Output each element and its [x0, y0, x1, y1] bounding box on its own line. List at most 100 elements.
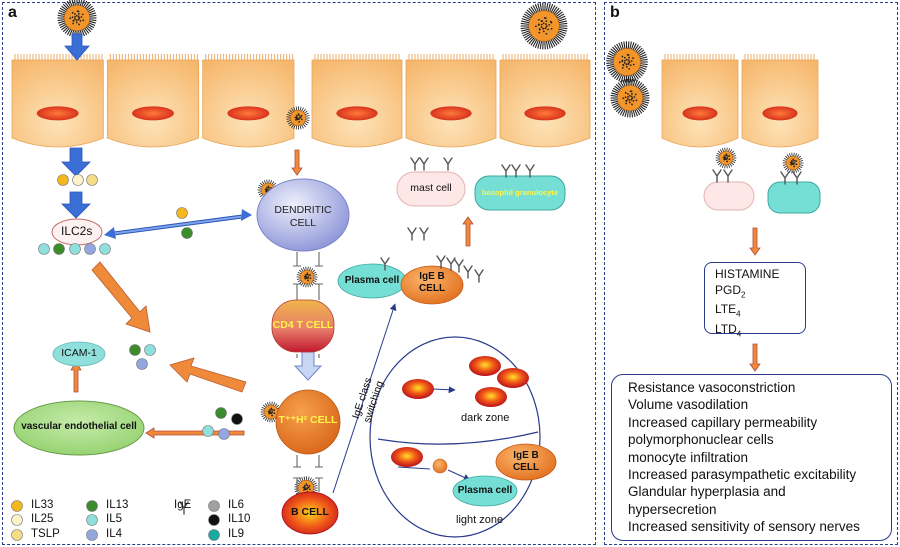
mast-cell-b: [703, 181, 755, 211]
epithelial-cell: [11, 54, 104, 148]
double-arrow: [104, 209, 252, 239]
thin-arrow: [70, 149, 761, 439]
legend-il33: IL33: [31, 499, 54, 511]
dendritic-cell: [256, 178, 350, 252]
vascular-label: vascular endothelial cell: [21, 421, 137, 432]
effect-item: Increased sensitivity of sensory nerves: [628, 519, 860, 535]
dendritic-line-2: CELL: [289, 217, 317, 229]
effect-item: monocyte infiltration: [628, 449, 749, 465]
legend-il4: IL4: [106, 528, 122, 540]
mediator-lte4: LTE4: [715, 302, 741, 319]
light-zone-label: light zone: [456, 514, 504, 526]
ige-b-line-1: IgE B: [419, 271, 445, 282]
effect-item: Increased capillary permeability: [628, 414, 818, 430]
pollen-icon: [715, 147, 737, 169]
light-zone-cell: [391, 447, 423, 467]
pollen-icon: [260, 401, 282, 423]
ige-antibody-icon: [712, 169, 722, 183]
dendritic-line-1: DENDRITIC: [274, 204, 332, 216]
vascular-endothelial-cell: [13, 400, 145, 456]
legend-il25: IL25: [31, 513, 54, 525]
light-plasma-cell: [452, 475, 518, 507]
epithelial-cell: [311, 54, 403, 148]
panel-b-letter: b: [610, 4, 620, 21]
blue-arrow: [61, 33, 91, 219]
cd4-label: CD4 T CELL: [272, 319, 334, 331]
epithelium-a: [11, 54, 591, 148]
legend-tslp: TSLP: [31, 528, 60, 540]
mediators-box: HISTAMINE PGD2 LTE4 LTD4: [704, 262, 806, 339]
legend-il5: IL5: [106, 513, 122, 525]
th2-label: T⁺⁺H² CELL: [278, 414, 338, 426]
hollow-arrow: [293, 351, 323, 381]
th2-cell: [275, 389, 341, 455]
ige-antibody-icon: [419, 157, 429, 171]
mediator-histamine: HISTAMINE: [715, 267, 780, 281]
effect-item: Volume vasodilation: [628, 397, 749, 413]
pollen-icon: [57, 0, 804, 500]
dendritic-label: DENDRITIC CELL: [262, 204, 344, 230]
pollen-icon: [520, 2, 568, 50]
epithelial-cell: [741, 54, 819, 148]
mediator-ltd4: LTD4: [715, 322, 742, 339]
ilc2s-label: ILC2s: [61, 224, 93, 238]
ige-antibody-icon: [443, 157, 453, 171]
pollen-icon: [57, 0, 97, 38]
ige-antibody-icon: [179, 501, 189, 515]
ige-b-cell-label: IgE B CELL: [402, 271, 462, 295]
light-zone-intermediate: [432, 458, 448, 474]
effect-item: Increased parasympathetic excitability: [628, 467, 857, 483]
ige-antibody-icon: [410, 157, 420, 171]
epithelial-cell: [405, 54, 497, 148]
ige-antibody-icon: [780, 171, 790, 185]
pollen-icon: [286, 106, 310, 130]
ige-antibody-icon: [454, 259, 464, 273]
ige-antibody-icon: [501, 164, 511, 178]
icam-label: ICAM-1: [61, 347, 97, 359]
ige-antibody-icon: [179, 157, 802, 515]
dark-zone-label: dark zone: [461, 412, 510, 424]
orange-arrow: [91, 261, 247, 393]
panel-a-frame: [2, 2, 596, 545]
basophil-label: basophil granulocyte: [481, 188, 559, 197]
ige-antibody-icon: [436, 255, 446, 269]
ige-antibody-icon: [446, 257, 456, 271]
panel-a-letter: a: [8, 4, 17, 21]
ige-antibody-icon: [463, 265, 473, 279]
pollen-icon: [782, 152, 804, 174]
epithelial-cell: [499, 54, 591, 148]
germinal-center: [369, 336, 541, 538]
legend-il6: IL6: [228, 499, 244, 511]
ige-antibody-icon: [525, 164, 535, 178]
ige-antibody-icon: [419, 227, 429, 241]
effect-item: hypersecretion: [628, 501, 717, 517]
ige-antibody-icon: [792, 171, 802, 185]
pollen-icon: [606, 41, 648, 83]
ige-antibody-icon: [723, 169, 733, 183]
epithelial-cell: [661, 54, 739, 148]
epithelial-cell: [106, 54, 200, 148]
ige-antibody-icon: [380, 257, 390, 271]
effect-item: Glandular hyperplasia and: [628, 484, 786, 500]
legend-il9: IL9: [228, 528, 244, 540]
dark-zone-cell: [402, 356, 529, 407]
zone-divider: [377, 431, 539, 445]
ige-antibody-icon: [511, 164, 521, 178]
pollen-icon: [296, 266, 318, 288]
mast-cell: [396, 171, 466, 207]
mediator-pgd2: PGD2: [715, 282, 746, 299]
ige-antibody-icon: [407, 227, 417, 241]
mast-cell-label: mast cell: [410, 182, 452, 194]
ige-antibody-icon: [474, 269, 484, 283]
receptor-connector: [293, 252, 323, 492]
legend: [11, 500, 220, 541]
legend-il13: IL13: [106, 499, 129, 511]
legend-il10: IL10: [228, 513, 251, 525]
epithelial-cell: [202, 54, 295, 148]
epithelium-b: [661, 54, 819, 148]
panel-b-frame: [604, 2, 898, 545]
b-cell: [281, 491, 339, 535]
plasma-cell-label: Plasma cell: [344, 275, 400, 286]
light-ige-label: IgE B CELL: [497, 450, 555, 474]
